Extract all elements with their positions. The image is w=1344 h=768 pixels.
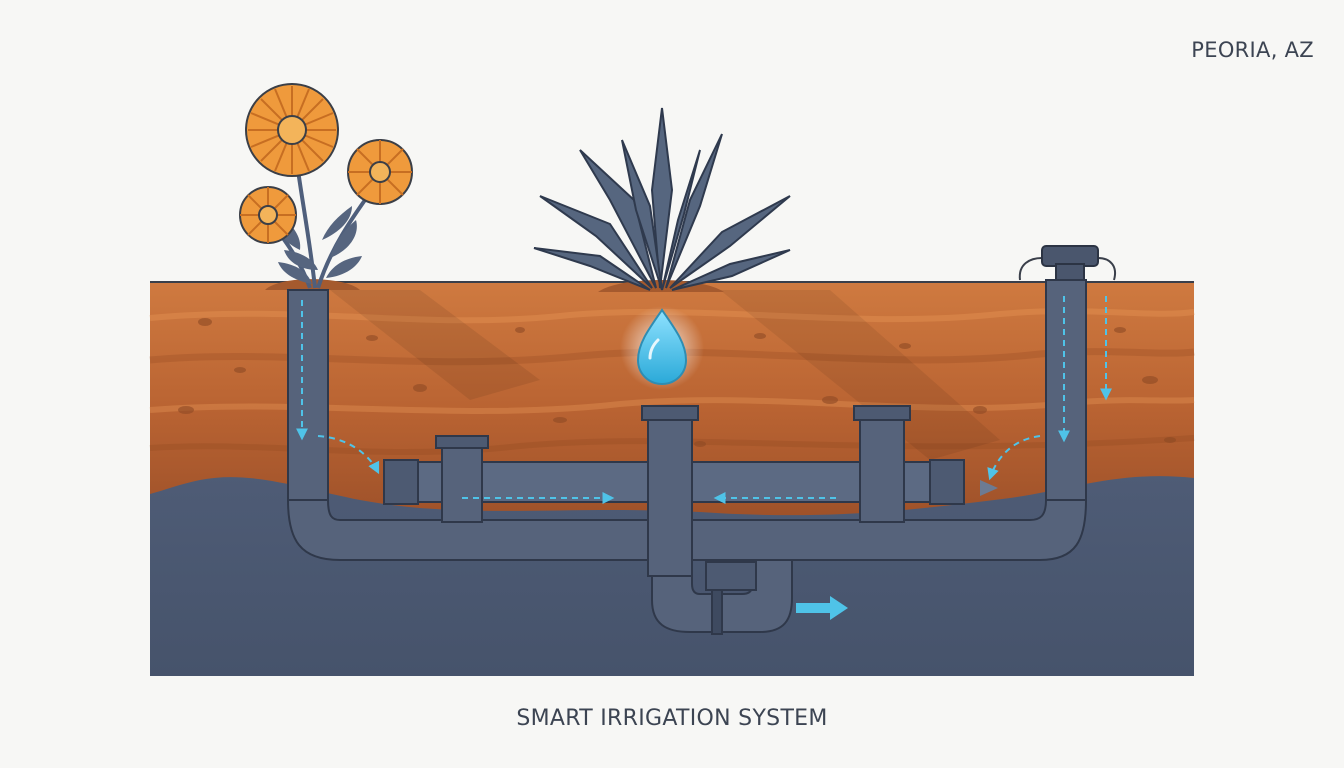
flower-cluster-icon <box>239 83 413 290</box>
moisture-sensor-icon <box>1018 245 1116 281</box>
agave-plant-icon <box>533 107 791 292</box>
flower-head-right <box>347 139 413 205</box>
water-drop-icon <box>620 306 704 390</box>
pipe-network <box>286 279 1088 635</box>
water-flow-arrows <box>296 296 1112 504</box>
diagram-caption: SMART IRRIGATION SYSTEM <box>516 706 828 731</box>
location-label: PEORIA, AZ <box>1191 38 1314 62</box>
outflow-arrow <box>796 480 998 620</box>
flower-head-left <box>239 186 297 244</box>
flower-head-large <box>245 83 339 177</box>
